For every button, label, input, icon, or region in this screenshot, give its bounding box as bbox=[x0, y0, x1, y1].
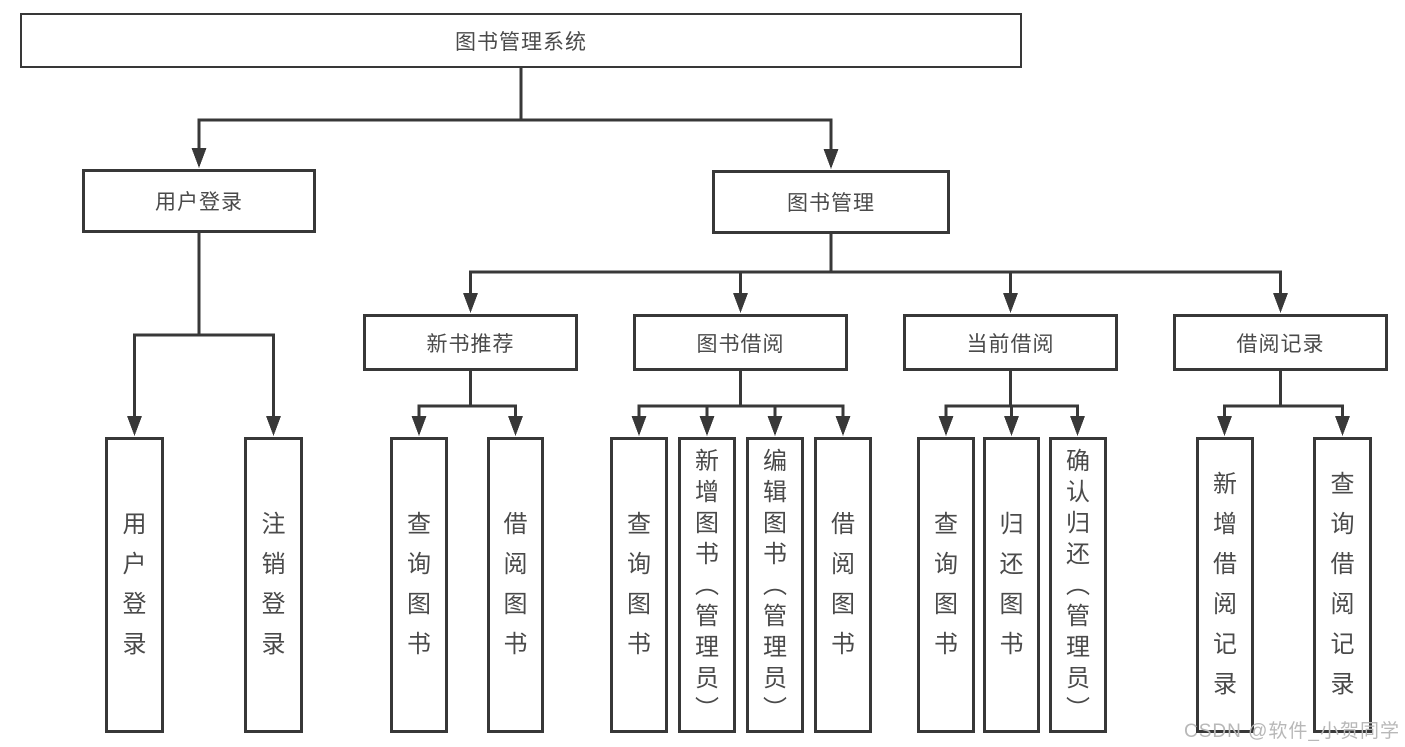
node-label: 注销登录 bbox=[261, 511, 286, 658]
node-return-book: 归还图书 bbox=[983, 437, 1040, 733]
node-label: 归还图书 bbox=[999, 511, 1024, 658]
node-label: 借阅记录 bbox=[1236, 332, 1325, 356]
node-label: 借阅图书 bbox=[831, 511, 855, 658]
node-borrow-books: 借阅图书 bbox=[814, 437, 872, 733]
node-label: 查询借阅记录 bbox=[1330, 471, 1355, 698]
node-label: 新增借阅记录 bbox=[1213, 471, 1237, 698]
node-new-book-recommend: 新书推荐 bbox=[363, 314, 578, 371]
node-book-management: 图书管理 bbox=[712, 170, 950, 234]
node-label: 查询图书 bbox=[407, 511, 431, 658]
node-label: 借阅图书 bbox=[503, 511, 528, 658]
node-label: 新书推荐 bbox=[426, 332, 515, 356]
node-confirm-return-admin: 确认归还︵管理员︶ bbox=[1049, 437, 1107, 733]
node-label: 用户登录 bbox=[122, 511, 147, 658]
node-add-book-admin: 新增图书︵管理员︶ bbox=[678, 437, 736, 733]
node-label: 确认归还︵管理员︶ bbox=[1066, 447, 1090, 723]
node-borrow-books-recommend: 借阅图书 bbox=[487, 437, 544, 733]
node-query-borrow-record: 查询借阅记录 bbox=[1313, 437, 1372, 733]
node-query-books-borrow: 查询图书 bbox=[610, 437, 668, 733]
node-add-borrow-record: 新增借阅记录 bbox=[1196, 437, 1254, 733]
node-label: 编辑图书︵管理员︶ bbox=[763, 447, 787, 723]
node-user-login: 用户登录 bbox=[82, 169, 316, 233]
node-edit-book-admin: 编辑图书︵管理员︶ bbox=[746, 437, 804, 733]
node-borrow-records: 借阅记录 bbox=[1173, 314, 1388, 371]
node-book-borrow: 图书借阅 bbox=[633, 314, 848, 371]
node-current-borrow: 当前借阅 bbox=[903, 314, 1118, 371]
node-label: 查询图书 bbox=[627, 511, 651, 658]
node-logout-leaf: 注销登录 bbox=[244, 437, 303, 733]
node-label: 图书管理系统 bbox=[455, 30, 587, 54]
node-query-books-recommend: 查询图书 bbox=[390, 437, 448, 733]
node-label: 新增图书︵管理员︶ bbox=[695, 447, 719, 723]
node-user-login-leaf: 用户登录 bbox=[105, 437, 164, 733]
node-label: 图书借阅 bbox=[696, 332, 785, 356]
node-label: 查询图书 bbox=[934, 511, 958, 658]
node-book-system-root: 图书管理系统 bbox=[20, 13, 1022, 68]
node-label: 图书管理 bbox=[787, 192, 875, 215]
node-label: 当前借阅 bbox=[966, 332, 1055, 356]
node-query-books-current: 查询图书 bbox=[917, 437, 975, 733]
node-label: 用户登录 bbox=[155, 191, 243, 214]
